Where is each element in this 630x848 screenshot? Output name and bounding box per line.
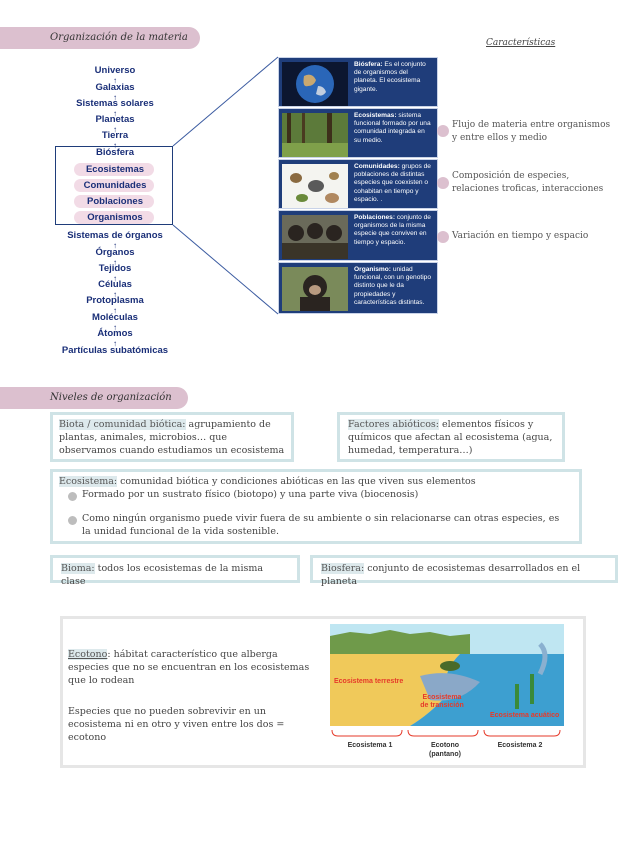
arrow-up-icon: ↑ [113,141,117,150]
note-flujo: Flujo de materia entre organismos y entr… [452,120,611,143]
card-text: Es el conjunto de organismos del planeta… [354,61,426,93]
bullet-icon [68,516,77,525]
card-text: grupos de poblaciones de distintas espec… [354,163,431,203]
term-ecosistema: Ecosistema: [59,476,118,487]
chimpanzees-image [282,215,348,259]
level-moleculas: Moléculas [92,312,138,323]
section-title-niveles: Niveles de organización [0,387,188,409]
bullet-icon [68,492,77,501]
diagram-label-terrestre: Ecosistema terrestre [334,678,404,685]
level-particulas-subatomicas: Partículas subatómicas [61,345,169,356]
level-galaxias: Galaxias [95,82,135,93]
note-variacion: Variación en tiempo y espacio [452,231,589,241]
card-term: Poblaciones: [354,214,396,221]
diagram-label-eco1: Ecosistema 1 [347,742,393,749]
card-text: conjunto de organismos de la misma espec… [354,214,431,246]
caracteristicas-heading: Características [486,38,556,48]
highlight-ecosistemas [74,163,154,176]
box-ecosistema: Ecosistema: comunidad biótica y condicio… [50,469,582,544]
term-abioticos: Factores abióticos: [348,419,440,430]
arrow-up-icon: ↑ [113,109,117,118]
card-term: Organismo: [354,266,392,273]
text-abioticos: elementos físicos y químicos que afectan… [348,419,553,456]
level-celulas: Células [98,279,132,290]
level-tierra: Tierra [101,130,129,141]
ecotono-note: Especies que no pueden sobrevivir en un … [68,706,285,743]
selection-box [55,146,173,225]
level-sistemas-solares: Sistemas solares [76,98,154,109]
level-organos: Órganos [95,247,135,258]
text-ecosistema: comunidad biótica y condiciones abiótica… [117,476,476,487]
box-biosfera: Biosfera: conjunto de ecosistemas desarr… [310,555,618,587]
ecosistema-bullet-1: Formado por un sustrato físico (biotopo)… [82,489,419,500]
forest-image [282,113,348,157]
chimpanzee-image [282,267,348,311]
diagram-brackets [331,729,561,737]
earth-image [282,62,348,106]
level-planetas: Planetas [95,114,135,125]
animals-image [282,164,348,208]
card-text: unidad funcional, con un genotipo distin… [354,266,431,306]
diagram-label-pantano: (pantano) [429,751,461,758]
term-bioma: Bioma: [61,563,95,574]
level-protoplasma: Protoplasma [86,295,144,306]
diagram-label-transicion: Ecosistema de transición [420,694,464,709]
level-ecosistemas: Ecosistemas [85,164,145,175]
level-atomos: Átomos [97,328,133,339]
level-tejidos: Tejidos [98,263,132,274]
level-poblaciones: Poblaciones [87,196,143,207]
box-bioma: Bioma: todos los ecosistemas de la misma… [50,555,300,587]
box-biota: Biota / comunidad biótica: agrupamiento … [50,412,294,462]
note-bullet-icon [437,177,449,189]
arrow-up-icon: ↑ [113,258,117,267]
text-biosfera: conjunto de ecosistemas desarrollados en… [321,563,581,587]
highlight-poblaciones [74,195,154,208]
arrow-up-icon: ↑ [113,125,117,134]
note-bullet-icon [437,231,449,243]
ecosistema-bullet-2: Como ningún organismo puede vivir fuera … [82,513,560,537]
note-bullet-icon [437,125,449,137]
card-term: Ecosistemas: [354,112,397,119]
text-biota: agrupamiento de plantas, animales, micro… [59,419,285,456]
arrow-up-icon: ↑ [113,274,117,283]
arrow-up-icon: ↑ [113,290,117,299]
diagram-label-eco2: Ecosistema 2 [497,742,543,749]
card-poblaciones: Poblaciones: conjunto de organismos de l… [278,210,438,261]
level-organismos: Organismos [87,212,143,223]
card-ecosistemas: Ecosistemas: sistema funcional formado p… [278,108,438,158]
card-term: Biósfera: [354,61,383,68]
arrow-up-icon: ↑ [113,241,117,250]
level-biosfera: Biósfera [95,147,134,158]
card-term: Comunidades: [354,163,400,170]
card-text: sistema funcional formado por una comuni… [354,112,431,144]
level-universo: Universo [94,65,136,76]
note-composicion: Composición de especies, relaciones trof… [452,171,604,194]
ecotono-definition: Ecotono: hábitat característico que albe… [68,648,313,687]
card-organismo: Organismo: unidad funcional, con un geno… [278,262,438,314]
card-comunidades: Comunidades: grupos de poblaciones de di… [278,159,438,209]
term-ecotono: Ecotono [68,649,108,660]
arrow-up-icon: ↑ [113,323,117,332]
box-factores-abioticos: Factores abióticos: elementos físicos y … [337,412,565,462]
card-biosfera: Biósfera: Es el conjunto de organismos d… [278,57,438,107]
text-ecotono: : hábitat característico que alberga esp… [68,649,310,686]
arrow-up-icon: ↑ [113,306,117,315]
term-biosfera: Biosfera: [321,563,365,574]
section-title-organizacion: Organización de la materia [0,27,200,49]
arrow-up-icon: ↑ [113,93,117,102]
term-biota: Biota / comunidad biótica: [59,419,186,430]
level-sistemas-de-organos: Sistemas de órganos [67,230,163,241]
diagram-label-ecotono: Ecotono [431,742,459,749]
arrow-up-icon: ↑ [113,339,117,348]
arrow-up-icon: ↑ [113,76,117,85]
diagram-label-acuatico: Ecosistema acuático [490,712,560,719]
text-bioma: todos los ecosistemas de la misma clase [61,563,264,587]
level-comunidades: Comunidades [83,180,147,191]
highlight-organismos [74,211,154,224]
highlight-comunidades [74,179,154,192]
ecotone-diagram [330,624,564,726]
